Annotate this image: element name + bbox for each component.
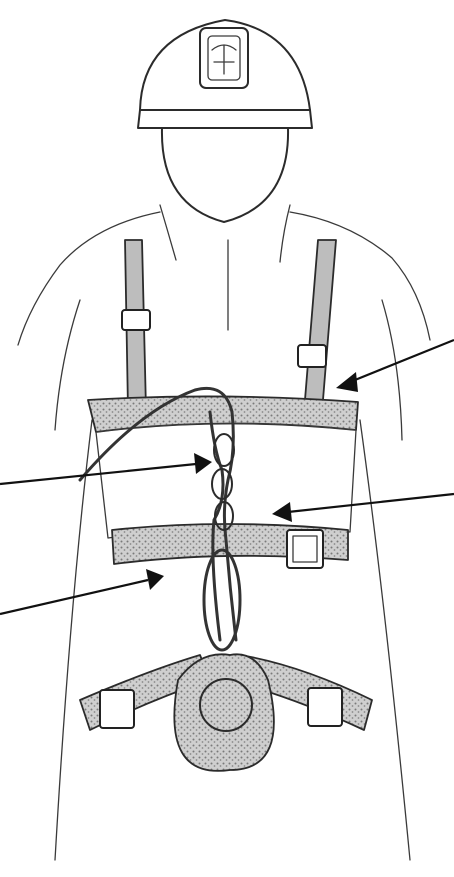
shoulder-strap-right	[298, 240, 336, 412]
arrow-waist-belt	[0, 569, 164, 614]
helmet	[138, 20, 312, 128]
collar	[160, 205, 290, 330]
waist-belt	[112, 524, 348, 568]
arrow-tie-in-top	[0, 453, 212, 484]
right-leg-buckle	[308, 688, 342, 726]
right-strap-buckle	[298, 345, 326, 367]
shoulder-strap-left	[122, 240, 150, 410]
face	[162, 128, 288, 222]
arrow-shoulder-buckle	[336, 340, 454, 392]
leg-loops	[80, 654, 372, 771]
left-leg-buckle	[100, 690, 134, 728]
helmet-insignia-icon	[200, 28, 248, 88]
left-strap-buckle	[122, 310, 150, 330]
arrow-figure-eight-knot	[272, 494, 454, 522]
chest-harness-body	[96, 423, 356, 538]
tie-in-loop	[204, 550, 240, 650]
